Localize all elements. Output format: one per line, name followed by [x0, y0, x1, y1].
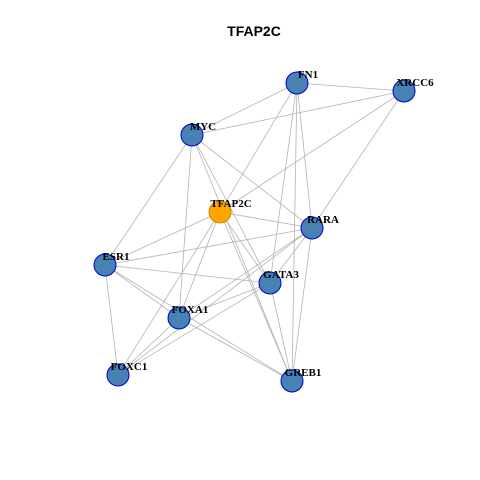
node-label: GREB1 [285, 367, 322, 379]
edge-rara-foxa1 [178, 227, 313, 319]
edge-rara-gata3 [269, 227, 313, 284]
node-circle[interactable] [208, 200, 232, 224]
edges-layer [104, 82, 405, 382]
edge-esr1-gata3 [104, 264, 271, 284]
node-xrcc6[interactable]: XRCC6 [392, 77, 434, 103]
node-label: TFAP2C [210, 198, 251, 210]
edge-esr1-greb1 [104, 264, 293, 382]
edge-gata3-foxa1 [178, 282, 271, 319]
edge-fn1-xrcc6 [296, 82, 405, 92]
edge-xrcc6-rara [311, 90, 405, 229]
edge-xrcc6-tfap2c [219, 90, 405, 213]
edge-esr1-foxc1 [104, 264, 119, 376]
node-rara[interactable]: RARA [300, 214, 339, 240]
edge-fn1-tfap2c [219, 82, 298, 213]
node-circle[interactable] [285, 71, 309, 95]
edge-fn1-greb1 [291, 82, 298, 382]
node-label: RARA [307, 214, 339, 226]
node-circle[interactable] [300, 216, 324, 240]
node-label: FOXC1 [111, 361, 148, 373]
edge-tfap2c-esr1 [104, 211, 221, 266]
edge-gata3-foxc1 [117, 282, 271, 376]
edge-myc-foxa1 [178, 134, 193, 319]
edge-fn1-rara [296, 82, 313, 229]
node-circle[interactable] [392, 79, 416, 103]
node-circle[interactable] [180, 123, 204, 147]
node-label: FN1 [298, 69, 318, 81]
edge-foxa1-foxc1 [117, 317, 180, 376]
edge-tfap2c-greb1 [219, 211, 293, 382]
node-circle[interactable] [106, 363, 130, 387]
node-circle[interactable] [258, 271, 282, 295]
edge-fn1-myc [191, 82, 298, 136]
node-gata3[interactable]: GATA3 [258, 269, 299, 295]
edge-tfap2c-foxa1 [178, 211, 221, 319]
node-circle[interactable] [280, 369, 304, 393]
edge-myc-esr1 [104, 134, 193, 266]
graph-title: TFAP2C [227, 23, 281, 39]
node-greb1[interactable]: GREB1 [280, 367, 322, 393]
edge-rara-greb1 [291, 227, 313, 382]
edge-gata3-greb1 [269, 282, 293, 382]
edge-esr1-foxa1 [104, 264, 180, 319]
node-foxa1[interactable]: FOXA1 [167, 304, 209, 330]
node-fn1[interactable]: FN1 [285, 69, 318, 95]
node-tfap2c[interactable]: TFAP2C [208, 198, 252, 224]
edge-tfap2c-gata3 [219, 211, 271, 284]
node-circle[interactable] [167, 306, 191, 330]
node-esr1[interactable]: ESR1 [93, 251, 130, 277]
edge-rara-esr1 [104, 227, 313, 266]
edge-foxa1-greb1 [178, 317, 293, 382]
edge-tfap2c-foxc1 [117, 211, 221, 376]
node-label: FOXA1 [172, 304, 209, 316]
edge-myc-greb1 [191, 134, 293, 382]
node-label: ESR1 [103, 251, 130, 263]
node-myc[interactable]: MYC [180, 121, 216, 147]
node-foxc1[interactable]: FOXC1 [106, 361, 148, 387]
node-label: MYC [190, 121, 216, 133]
edge-fn1-gata3 [269, 82, 298, 284]
edge-xrcc6-myc [191, 90, 405, 136]
node-label: XRCC6 [396, 77, 434, 89]
node-circle[interactable] [93, 253, 117, 277]
node-label: GATA3 [263, 269, 299, 281]
edge-myc-rara [191, 134, 313, 229]
edge-rara-foxc1 [117, 227, 313, 376]
edge-tfap2c-rara [219, 211, 313, 229]
